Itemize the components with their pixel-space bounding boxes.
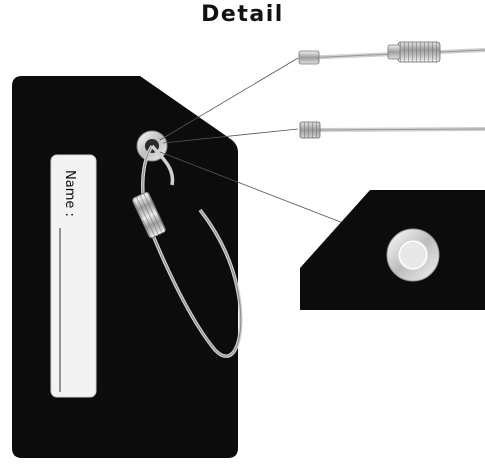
cable-detail-top [298, 41, 485, 65]
cable-end-detail [299, 121, 485, 139]
callout-line-top [159, 57, 299, 141]
luggage-tag-body [12, 76, 238, 458]
screw-barrel [132, 191, 166, 239]
eyelet-zoom-detail [300, 190, 485, 310]
name-card-window [50, 154, 97, 398]
callout-line-middle [162, 128, 299, 144]
name-field-label-wrap: Name : [57, 170, 77, 244]
name-field-label: Name : [62, 170, 77, 217]
detail-title: Detail [201, 2, 284, 27]
